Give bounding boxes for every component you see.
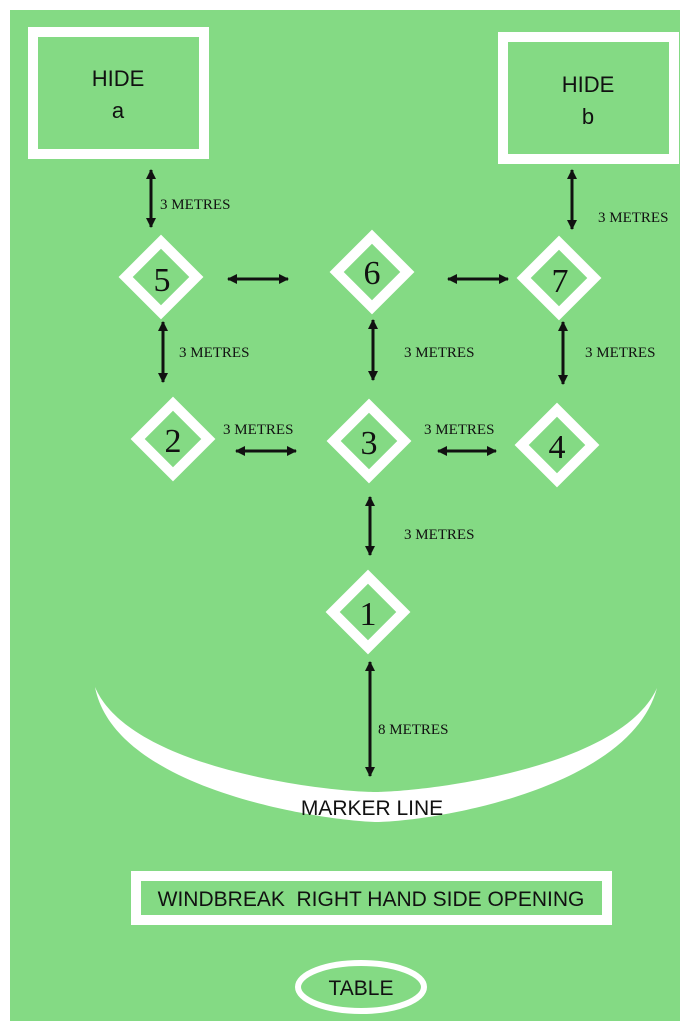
label-1-to-marker-line: 8 METRES xyxy=(378,722,448,738)
marker-7: 7 xyxy=(516,235,602,321)
marker-3: 3 xyxy=(326,398,412,484)
label-6-to-3: 3 METRES xyxy=(404,345,474,361)
hide-a-letter: a xyxy=(112,98,125,123)
marker-6-number: 6 xyxy=(364,255,381,292)
windbreak: WINDBREAK RIGHT HAND SIDE OPENING xyxy=(131,871,612,925)
hide-a-title: HIDE xyxy=(92,66,145,91)
hide-b-box xyxy=(498,32,679,164)
marker-5-number: 5 xyxy=(154,262,171,299)
label-5-to-2: 3 METRES xyxy=(179,345,249,361)
marker-4-diamond xyxy=(514,402,600,488)
windbreak-box xyxy=(131,871,612,925)
hide-b-title: HIDE xyxy=(562,72,615,97)
marker-2: 2 xyxy=(130,396,216,482)
table-ellipse xyxy=(295,960,427,1014)
marker-1: 1 xyxy=(325,569,411,655)
marker-7-number: 7 xyxy=(552,263,569,300)
marker-line-crescent xyxy=(95,687,657,822)
marker-3-number: 3 xyxy=(361,425,378,462)
label-2-to-3: 3 METRES xyxy=(223,422,293,438)
marker-4-number: 4 xyxy=(549,429,566,466)
marker-2-diamond xyxy=(130,396,216,482)
marker-2-number: 2 xyxy=(165,423,182,460)
table-label: TABLE xyxy=(329,977,394,1000)
marker-1-diamond xyxy=(325,569,411,655)
marker-line-label: MARKER LINE xyxy=(301,797,443,820)
marker-6: 6 xyxy=(329,229,415,315)
label-hide-b-to-7: 3 METRES xyxy=(598,210,668,226)
hide-b-letter: b xyxy=(582,104,594,129)
marker-6-diamond xyxy=(329,229,415,315)
marker-5-diamond xyxy=(118,234,204,320)
marker-1-number: 1 xyxy=(360,596,377,633)
label-3-to-1: 3 METRES xyxy=(404,527,474,543)
label-7-to-4: 3 METRES xyxy=(585,345,655,361)
windbreak-label: WINDBREAK RIGHT HAND SIDE OPENING xyxy=(158,888,585,911)
hide-a-box xyxy=(28,27,209,159)
label-3-to-4: 3 METRES xyxy=(424,422,494,438)
marker-3-diamond xyxy=(326,398,412,484)
marker-4: 4 xyxy=(514,402,600,488)
label-hide-a-to-5: 3 METRES xyxy=(160,197,230,213)
marker-5: 5 xyxy=(118,234,204,320)
table: TABLE xyxy=(295,960,427,1014)
hide-b: HIDE b xyxy=(498,32,679,164)
marker-7-diamond xyxy=(516,235,602,321)
hide-a: HIDE a xyxy=(28,27,209,159)
